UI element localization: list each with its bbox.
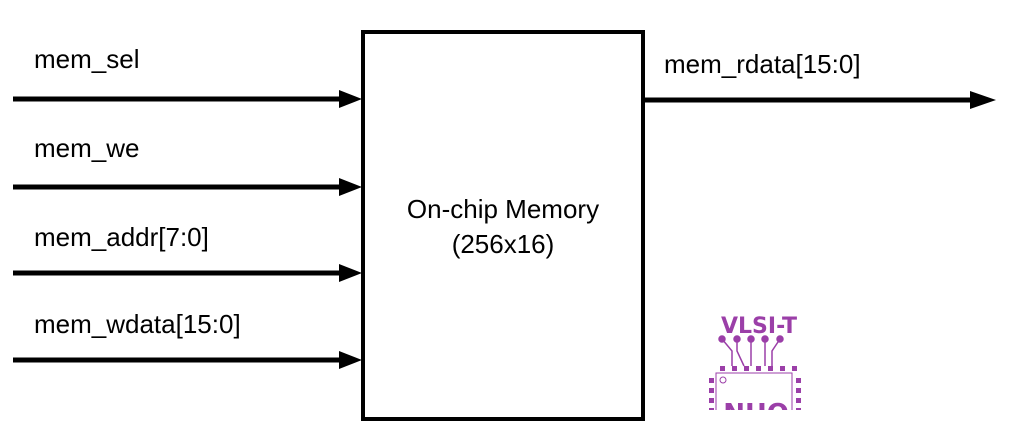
- signal-label: mem_we: [34, 133, 139, 163]
- output-mem-rdata: mem_rdata[15:0]: [645, 49, 996, 109]
- memory-block-title: On-chip Memory: [407, 194, 599, 224]
- arrowhead-icon: [339, 90, 362, 108]
- logo-subtext: NHQ: [723, 399, 789, 429]
- arrowhead-icon: [339, 351, 362, 369]
- input-mem-wdata: mem_wdata[15:0]: [13, 309, 362, 369]
- arrowhead-icon: [970, 91, 996, 109]
- input-mem-we: mem_we: [13, 133, 362, 196]
- memory-block-subtitle: (256x16): [452, 229, 555, 259]
- arrowhead-icon: [339, 264, 362, 282]
- input-mem-addr: mem_addr[7:0]: [13, 222, 362, 282]
- signal-label: mem_sel: [34, 44, 139, 74]
- memory-block: [361, 30, 645, 421]
- signal-label: mem_rdata[15:0]: [664, 49, 861, 79]
- logo-text: VLSI-T: [721, 314, 797, 339]
- signal-label: mem_addr[7:0]: [34, 222, 209, 252]
- chip-icon: [709, 335, 801, 410]
- vlsi-logo: VLSI-T: [709, 314, 801, 429]
- input-mem-sel: mem_sel: [13, 44, 362, 108]
- signal-label: mem_wdata[15:0]: [34, 309, 241, 339]
- arrowhead-icon: [339, 178, 362, 196]
